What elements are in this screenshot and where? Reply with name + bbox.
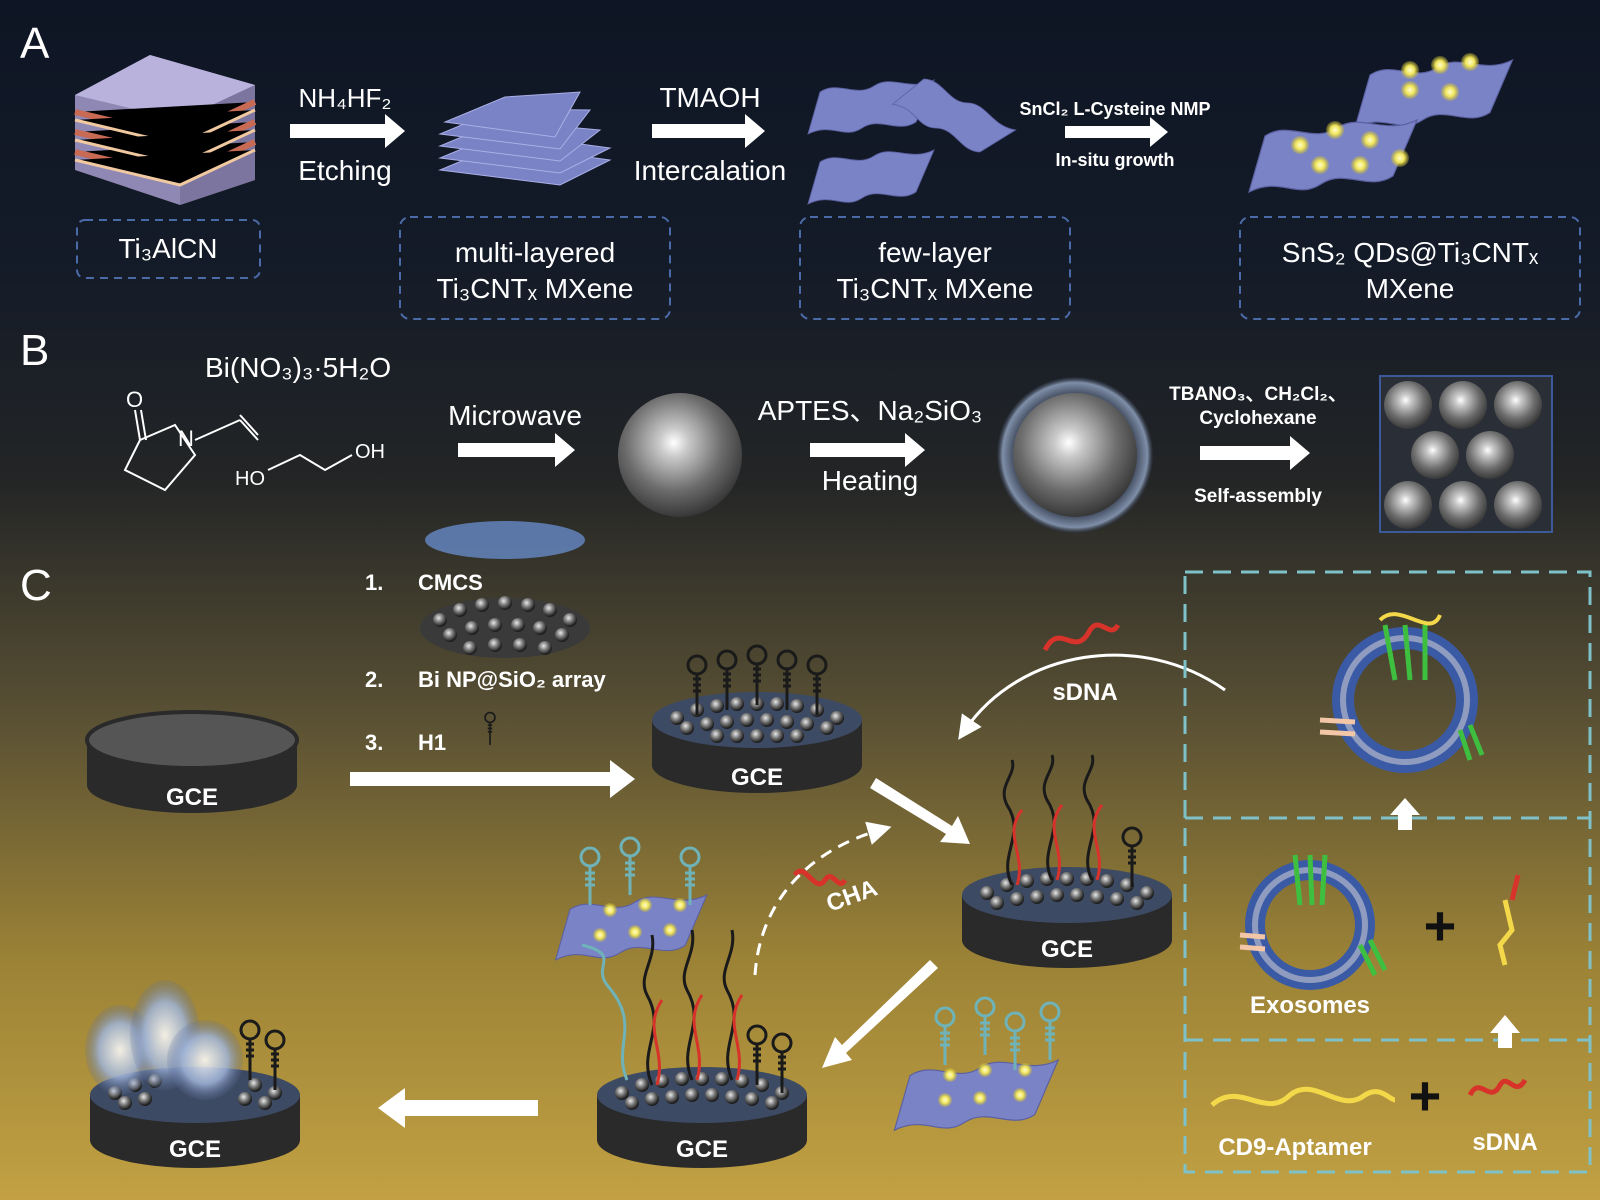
box4-line2: MXene xyxy=(1366,273,1455,304)
box3-line1: few-layer xyxy=(878,237,992,268)
gce-label-5: GCE xyxy=(169,1136,221,1163)
sphere-array-square xyxy=(1379,375,1553,533)
cha-label: CHA xyxy=(823,874,881,917)
bi-sio2-core-shell-sphere xyxy=(997,377,1153,533)
arrow2-top-label: TMAOH xyxy=(659,82,760,113)
arrow1-bottom-label: Etching xyxy=(298,155,391,186)
cd9-aptamer-strand xyxy=(1210,1086,1396,1107)
etching-arrow xyxy=(290,114,405,148)
microwave-label: Microwave xyxy=(448,400,582,431)
sns2-box xyxy=(1239,216,1581,320)
arrow3-top-label: SnCl₂ L-Cysteine NMP xyxy=(1019,99,1210,119)
bi-nanoparticle-sphere xyxy=(618,393,742,517)
h2-mxene-probe-lower xyxy=(893,996,1061,1131)
microwave-arrow xyxy=(458,433,575,467)
final-sensor-gce xyxy=(85,980,300,1168)
nvp-molecule-structure xyxy=(123,409,259,492)
arrow2-bottom-label: Intercalation xyxy=(634,155,787,186)
sns2-qds-sheets-illustration xyxy=(1248,53,1514,193)
exosomes-label: Exosomes xyxy=(1250,992,1370,1019)
plus-sign-middle: + xyxy=(1424,894,1457,957)
aptamer-sdna-duplex-icon xyxy=(1497,874,1521,966)
sdna-bottom-label: sDNA xyxy=(1472,1129,1537,1156)
exosome-middle xyxy=(1239,854,1388,990)
bismuth-nitrate-label: Bi(NO₃)₃·5H₂O xyxy=(205,352,391,383)
box2-line2: Ti₃CNTₓ MXene xyxy=(437,273,634,304)
cd9-aptamer-label: CD9-Aptamer xyxy=(1218,1134,1371,1161)
ho-label: HO xyxy=(235,468,265,490)
ti3alcn-box xyxy=(76,219,261,279)
heating-label: Heating xyxy=(822,465,919,496)
oh-label: OH xyxy=(355,441,385,463)
final-assembly-arrow xyxy=(378,1088,538,1128)
self-assembly-label: Self-assembly xyxy=(1194,486,1322,507)
ethylene-glycol-structure xyxy=(267,453,353,472)
oxygen-label: O xyxy=(126,387,143,412)
arrow1-top-label: NH₄HF₂ xyxy=(299,83,392,113)
aptes-label: APTES、Na₂SiO₃ xyxy=(758,395,983,426)
sdna-strand-top xyxy=(1042,622,1121,652)
in-situ-growth-arrow xyxy=(1065,117,1168,147)
nitrogen-label: N xyxy=(178,426,194,451)
cha-arrow-to-gce4 xyxy=(822,960,938,1068)
cha-recycle-arrow xyxy=(753,821,892,976)
exosome-with-aptamer-top xyxy=(1319,612,1485,773)
box2-line1: multi-layered xyxy=(455,237,615,268)
gce-label-3: GCE xyxy=(1041,936,1093,963)
few-layer-sheets-illustration xyxy=(807,63,1017,205)
sdna-hybridized-gce xyxy=(962,754,1172,968)
cyclohexane-label: Cyclohexane xyxy=(1199,408,1316,429)
self-assembly-arrow xyxy=(1200,436,1310,470)
h2-mxene-probe-upper xyxy=(555,836,708,961)
panel-label-a: A xyxy=(20,19,50,68)
bi-array-icon xyxy=(420,596,590,658)
h1-hairpin-icon xyxy=(484,711,496,746)
gce-label-4: GCE xyxy=(676,1136,728,1163)
sdna-release-arrow xyxy=(958,653,1226,740)
panel-label-b: B xyxy=(20,326,49,375)
up-arrow-bottom xyxy=(1490,1015,1520,1048)
intercalation-arrow xyxy=(652,114,765,148)
step1-label: CMCS xyxy=(418,570,483,595)
step3-number: 3. xyxy=(365,730,383,755)
cmcs-film-icon xyxy=(425,521,585,559)
sdna-top-label: sDNA xyxy=(1052,679,1117,706)
h1-modified-gce xyxy=(652,644,862,793)
hybridization-arrow xyxy=(870,778,970,844)
tbano3-label: TBANO₃、CH₂Cl₂、 xyxy=(1169,384,1347,405)
ti3alcn-block-illustration xyxy=(74,55,257,205)
step1-number: 1. xyxy=(365,570,383,595)
heating-arrow xyxy=(810,433,925,467)
bare-gce-electrode xyxy=(85,710,299,813)
panel-label-c: C xyxy=(20,561,52,610)
gce-label-1: GCE xyxy=(166,784,218,811)
cha-sdna-strand xyxy=(792,868,848,887)
up-arrow-top xyxy=(1390,798,1420,830)
cha-product-gce xyxy=(581,929,807,1168)
sdna-strand-bottom xyxy=(1467,1078,1528,1097)
arrow3-bottom-label: In-situ growth xyxy=(1056,150,1175,170)
step2-label: Bi NP@SiO₂ array xyxy=(418,667,607,692)
box1-label: Ti₃AlCN xyxy=(118,233,217,264)
multilayer-sheets-illustration xyxy=(438,91,612,186)
box3-line2: Ti₃CNTₓ MXene xyxy=(837,273,1034,304)
exosome-recognition-panel xyxy=(1183,570,1592,1174)
box4-line1: SnS₂ QDs@Ti₃CNTₓ xyxy=(1282,237,1539,268)
gce-label-2: GCE xyxy=(731,764,783,791)
step2-number: 2. xyxy=(365,667,383,692)
modification-arrow xyxy=(350,760,635,798)
plus-sign-bottom: + xyxy=(1409,1064,1442,1127)
step3-label: H1 xyxy=(418,730,446,755)
